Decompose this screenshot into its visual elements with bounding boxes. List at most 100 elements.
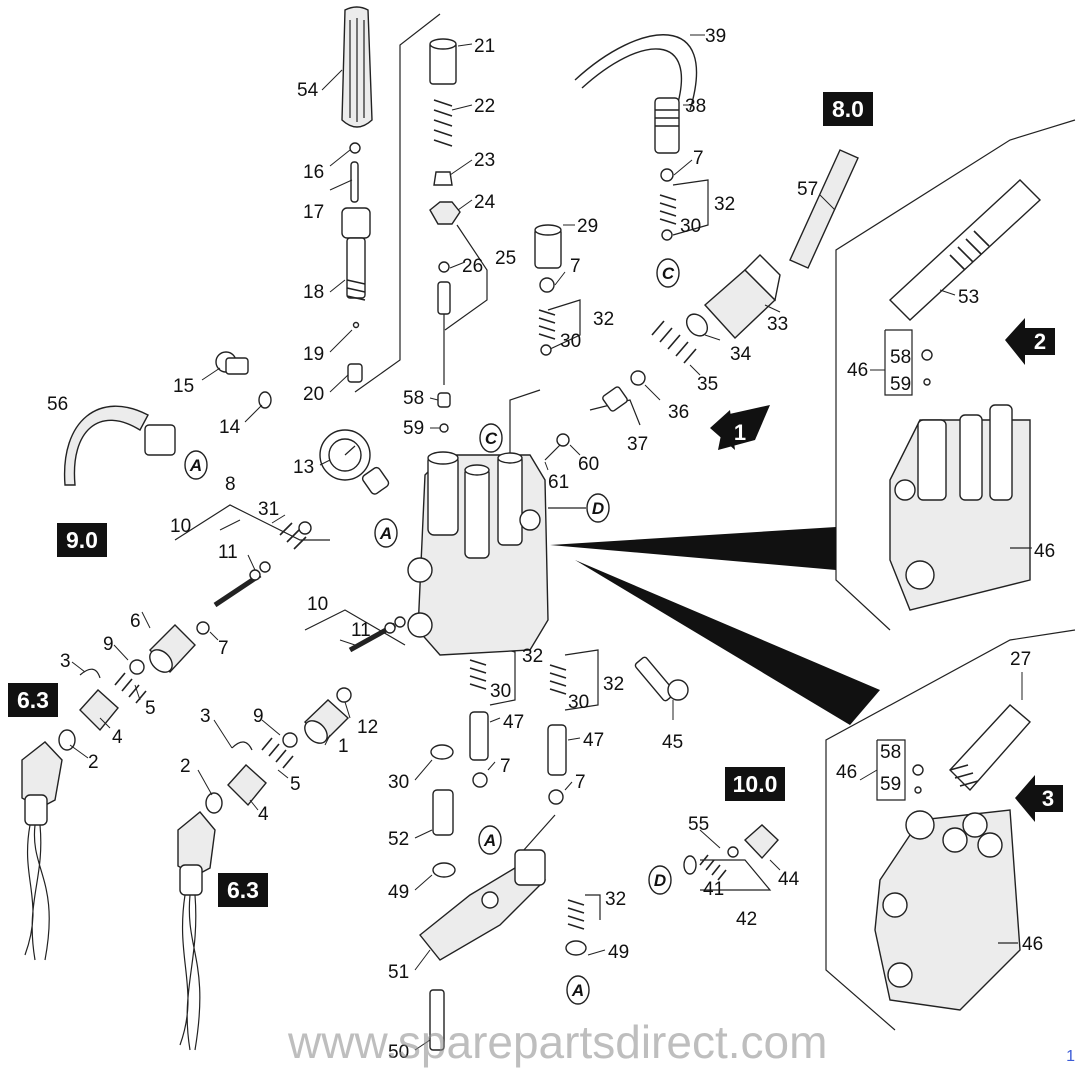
part-label: 13 — [293, 457, 314, 478]
part-47-valve-a — [469, 711, 489, 761]
bracket-32-30-b — [672, 179, 709, 236]
part-label: 16 — [303, 162, 324, 183]
part-label: 30 — [490, 681, 511, 702]
part-4-nut-b — [227, 764, 267, 807]
part-label: 46 — [836, 762, 857, 783]
part-label: 11 — [351, 620, 371, 641]
part-label: 32 — [605, 889, 626, 910]
part-30-ring-c — [430, 744, 454, 760]
part-50-bolt — [429, 989, 445, 1051]
part-label: 44 — [778, 869, 800, 890]
part-3-clip-a — [79, 668, 101, 679]
part-label: 37 — [627, 434, 648, 455]
part-7-oring-e — [548, 789, 564, 805]
label-leaders — [69, 34, 1032, 1051]
part-14-oring — [258, 391, 272, 409]
view-arrow-3: 3 — [1015, 775, 1063, 822]
sensor-middle — [177, 811, 216, 1051]
part-35-spring — [651, 320, 697, 364]
ref-tag-6-3-left-text: 6.3 — [17, 687, 49, 713]
unloader-knob — [341, 6, 373, 128]
marker-a-body: A — [374, 518, 398, 548]
part-30-spring-c — [469, 659, 487, 690]
ref-tag-9-0: 9.0 — [57, 523, 107, 557]
part-25-stem — [437, 281, 451, 315]
part-label: 56 — [47, 394, 68, 415]
part-11-ring-b — [259, 561, 271, 573]
part-label: 7 — [500, 756, 511, 777]
part-label: 15 — [173, 376, 194, 397]
part-label: 10 — [170, 516, 191, 537]
part-label: 26 — [462, 256, 483, 277]
part-label-group: 54 16 17 18 19 20 21 22 23 24 25 26 58 5… — [47, 26, 1055, 1063]
part-30-ring-b — [661, 229, 673, 241]
corner-mark: 1 — [1066, 1048, 1075, 1065]
part-label: 30 — [560, 331, 581, 352]
part-24-nut — [429, 201, 461, 225]
ref-tag-10-0-text: 10.0 — [733, 771, 778, 797]
marker-a-body-text: A — [379, 524, 392, 543]
part-41-spring — [699, 854, 727, 881]
part-57-hose — [789, 149, 859, 269]
bracket-25-26 — [444, 224, 488, 331]
part-31-ring — [298, 521, 312, 535]
part-label: 41 — [703, 879, 724, 900]
part-label: 24 — [474, 192, 496, 213]
part-label: 36 — [668, 402, 689, 423]
part-label: 30 — [680, 216, 701, 237]
part-44-valve — [743, 824, 779, 860]
part-label: 12 — [357, 717, 378, 738]
part-label: 49 — [388, 882, 409, 903]
part-label: 27 — [1010, 649, 1031, 670]
part-label: 8 — [225, 474, 236, 495]
part-7-oring-d — [472, 772, 488, 788]
view-arrow-1-text: 1 — [734, 420, 746, 445]
part-41-oring — [683, 855, 697, 875]
ref-tag-6-3-left: 6.3 — [8, 683, 58, 717]
view-2-pointer — [550, 527, 836, 570]
marker-a-bottom: A — [566, 975, 590, 1005]
part-label: 46 — [847, 360, 868, 381]
part-label: 55 — [688, 814, 709, 835]
part-label: 57 — [797, 179, 818, 200]
part-36-disc — [630, 370, 646, 386]
marker-c-top: C — [656, 258, 680, 288]
part-3-clip-b — [231, 741, 253, 751]
marker-a-56-text: A — [189, 456, 202, 475]
part-39-hose-a — [574, 34, 697, 111]
part-34-oring — [685, 313, 709, 337]
part-label: 47 — [583, 730, 604, 751]
part-58-plug — [437, 392, 451, 408]
part-30-spring-d — [549, 664, 567, 695]
part-30-spring-a — [538, 309, 556, 340]
part-47-valve-b — [547, 724, 567, 776]
part-label: 18 — [303, 282, 324, 303]
part-label: 61 — [548, 472, 569, 493]
part-label: 58 — [890, 347, 911, 368]
part-49-oring-b — [565, 940, 587, 956]
part-label: 5 — [145, 698, 156, 719]
part-9-washer-b — [282, 732, 298, 748]
view-3-part-27 — [949, 704, 1031, 792]
part-label: 10 — [307, 594, 328, 615]
marker-c-mid-text: C — [485, 429, 498, 448]
part-label: 52 — [388, 829, 409, 850]
bracket-37 — [589, 399, 641, 426]
part-17-pin — [350, 161, 359, 203]
part-60-ball — [556, 433, 570, 447]
part-26-ball — [438, 261, 450, 273]
marker-d-right: D — [586, 493, 610, 523]
part-label: 3 — [60, 651, 71, 672]
part-label: 35 — [697, 374, 718, 395]
view-2-part-59 — [923, 378, 931, 386]
part-label: 29 — [577, 216, 598, 237]
part-30-spring-b — [659, 194, 677, 225]
view-2-piston — [888, 179, 1042, 321]
part-label: 58 — [403, 388, 424, 409]
part-label: 1 — [338, 736, 349, 757]
view-arrow-3-text: 3 — [1042, 786, 1054, 811]
view-3-frame — [825, 629, 1076, 1031]
part-label: 23 — [474, 150, 495, 171]
marker-d-low: D — [648, 865, 672, 895]
